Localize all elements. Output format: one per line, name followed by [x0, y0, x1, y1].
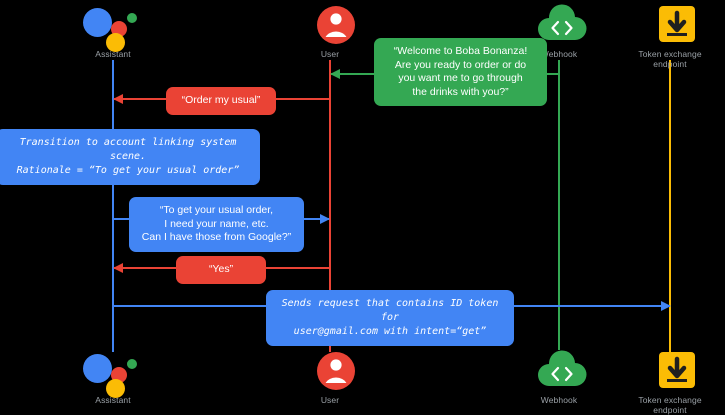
- actor-label-endpoint: Token exchange endpoint: [638, 49, 702, 69]
- actor-webhook-bottom: Webhook: [526, 350, 592, 405]
- message-order-my-usual: “Order my usual”: [166, 87, 276, 115]
- actor-webhook-top: Webhook: [526, 4, 592, 59]
- actor-label-webhook: Webhook: [540, 395, 578, 405]
- actor-label-endpoint: Token exchange endpoint: [638, 395, 702, 415]
- note-transition: Transition to account linking system sce…: [0, 129, 260, 185]
- google-assistant-icon: [80, 4, 146, 52]
- message-sends-request: Sends request that contains ID token for…: [266, 290, 514, 346]
- user-avatar-icon: [297, 4, 363, 46]
- download-box-icon: [637, 4, 703, 46]
- user-avatar-icon: [297, 350, 363, 392]
- actor-endpoint-bottom: Token exchange endpoint: [637, 350, 703, 415]
- cloud-code-icon: [526, 4, 592, 46]
- cloud-code-icon: [526, 350, 592, 392]
- message-welcome: “Welcome to Boba Bonanza! Are you ready …: [374, 38, 547, 106]
- google-assistant-icon: [80, 350, 146, 398]
- actor-assistant-bottom: Assistant: [80, 350, 146, 405]
- actor-label-assistant: Assistant: [95, 49, 131, 59]
- lifeline-assistant: [112, 60, 114, 352]
- actor-endpoint-top: Token exchange endpoint: [637, 4, 703, 69]
- message-need-your-name: “To get your usual order, I need your na…: [129, 197, 304, 252]
- actor-user-top: User: [297, 4, 363, 59]
- download-box-icon: [637, 350, 703, 392]
- actor-label-webhook: Webhook: [540, 49, 578, 59]
- lifeline-webhook: [558, 60, 560, 350]
- actor-assistant-top: Assistant: [80, 4, 146, 59]
- actor-user-bottom: User: [297, 350, 363, 405]
- actor-label-user: User: [320, 49, 340, 59]
- actor-label-user: User: [320, 395, 340, 405]
- message-yes: “Yes”: [176, 256, 266, 284]
- lifeline-user: [329, 60, 331, 352]
- lifeline-endpoint: [669, 60, 671, 352]
- actor-label-assistant: Assistant: [95, 395, 131, 405]
